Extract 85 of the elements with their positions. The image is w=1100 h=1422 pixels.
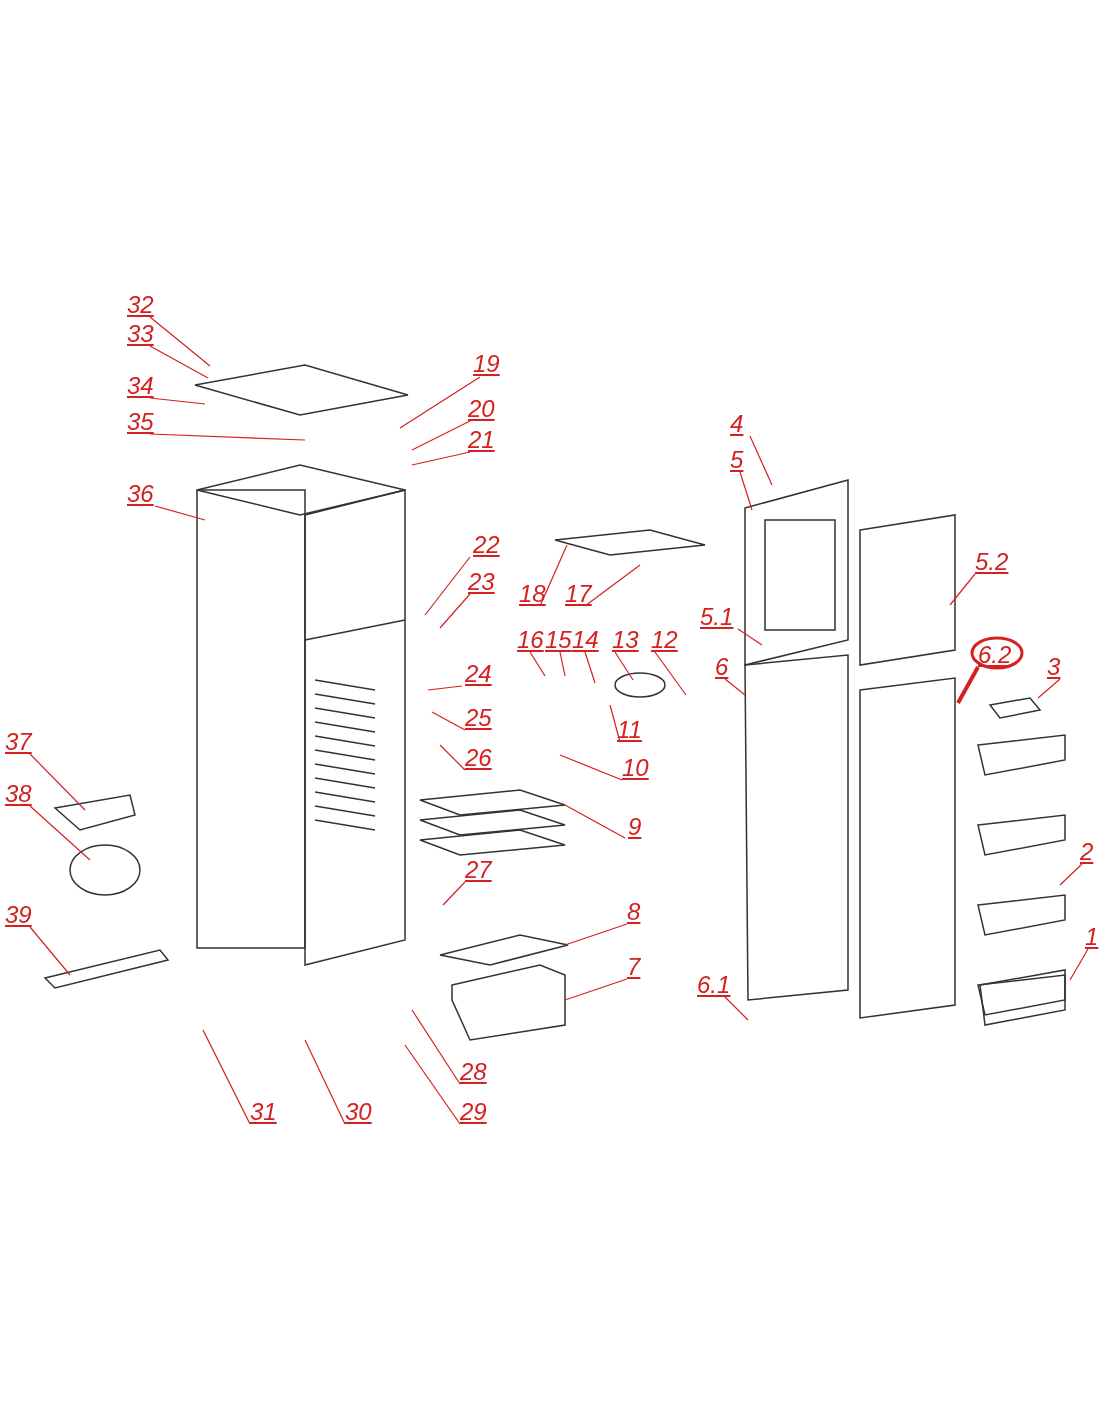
- leader-line: [737, 628, 763, 646]
- callout-number: 10: [622, 756, 649, 780]
- callout-number: 6: [715, 655, 729, 679]
- callout-number: 27: [465, 858, 492, 882]
- callout-number: 8: [627, 900, 641, 924]
- callout-number: 16: [517, 628, 544, 652]
- callout-number: 15: [545, 628, 572, 652]
- callout-number: 34: [127, 374, 154, 398]
- callout-number: 39: [5, 903, 32, 927]
- callout-number: 31: [250, 1100, 277, 1124]
- leader-line: [424, 556, 471, 616]
- leader-line: [154, 505, 206, 521]
- leader-line: [584, 651, 596, 684]
- leader-line: [1059, 863, 1083, 886]
- callout-number: 21: [468, 428, 495, 452]
- leader-line: [404, 1044, 461, 1125]
- leader-line: [724, 678, 746, 696]
- callout-number: 13: [612, 628, 639, 652]
- leader-line: [411, 420, 471, 451]
- leader-line: [559, 754, 623, 781]
- callout-number: 6.2: [978, 643, 1012, 667]
- leader-line: [442, 881, 466, 906]
- callout-number: 1: [1085, 925, 1099, 949]
- callout-number: 7: [627, 955, 641, 979]
- callout-number: 17: [565, 582, 592, 606]
- callout-number: 38: [5, 782, 32, 806]
- callout-number: 22: [473, 533, 500, 557]
- callout-number: 5: [730, 448, 744, 472]
- callout-number: 20: [468, 397, 495, 421]
- leader-line: [529, 651, 546, 677]
- leader-line: [29, 926, 71, 976]
- leader-line: [304, 1039, 346, 1125]
- callout-number: 18: [519, 582, 546, 606]
- callout-number: 11: [617, 718, 642, 742]
- callout-number: 2: [1080, 840, 1094, 864]
- leader-line: [29, 805, 91, 861]
- leader-line: [427, 685, 463, 691]
- leader-line: [564, 923, 628, 946]
- leader-line: [1069, 948, 1089, 981]
- callout-number: 36: [127, 482, 154, 506]
- callout-number: 29: [460, 1100, 487, 1124]
- leader-line: [399, 376, 481, 429]
- leader-line: [431, 711, 466, 731]
- callout-number: 4: [730, 412, 744, 436]
- leader-line: [149, 345, 209, 379]
- leader-line: [149, 316, 211, 367]
- leader-line: [1037, 678, 1061, 699]
- leader-line: [609, 704, 621, 743]
- callout-number: 25: [465, 706, 492, 730]
- leader-line: [584, 564, 641, 607]
- leader-line: [149, 433, 306, 441]
- callout-number: 28: [460, 1060, 487, 1084]
- leader-line: [949, 573, 976, 606]
- callout-number: 14: [572, 628, 599, 652]
- callout-number: 35: [127, 410, 154, 434]
- callout-number: 37: [5, 730, 32, 754]
- callout-number: 6.1: [697, 973, 731, 997]
- callout-number: 23: [468, 570, 495, 594]
- leader-line: [411, 1009, 461, 1085]
- callout-number: 9: [628, 815, 642, 839]
- callout-number: 26: [465, 746, 492, 770]
- leader-line: [724, 996, 749, 1021]
- leader-line: [614, 651, 634, 681]
- callout-number: 19: [473, 352, 500, 376]
- callout-number: 5.2: [975, 550, 1009, 574]
- callout-number: 30: [345, 1100, 372, 1124]
- leader-line: [559, 651, 566, 677]
- callout-number: 12: [651, 628, 678, 652]
- leader-line: [149, 397, 206, 405]
- leader-line: [202, 1029, 251, 1125]
- leader-line: [29, 753, 86, 811]
- leader-line: [439, 593, 471, 629]
- leader-line: [749, 435, 773, 486]
- leader-line: [439, 744, 466, 771]
- leader-line: [564, 804, 626, 839]
- callout-number: 3: [1047, 655, 1061, 679]
- callout-number: 24: [465, 662, 492, 686]
- leader-line: [739, 471, 753, 511]
- callout-number: 5.1: [700, 605, 734, 629]
- leader-line: [564, 978, 628, 1001]
- callout-number: 32: [127, 293, 154, 317]
- leader-line: [411, 451, 471, 466]
- callout-number: 33: [127, 322, 154, 346]
- leader-line: [539, 544, 568, 607]
- leader-line: [654, 651, 687, 696]
